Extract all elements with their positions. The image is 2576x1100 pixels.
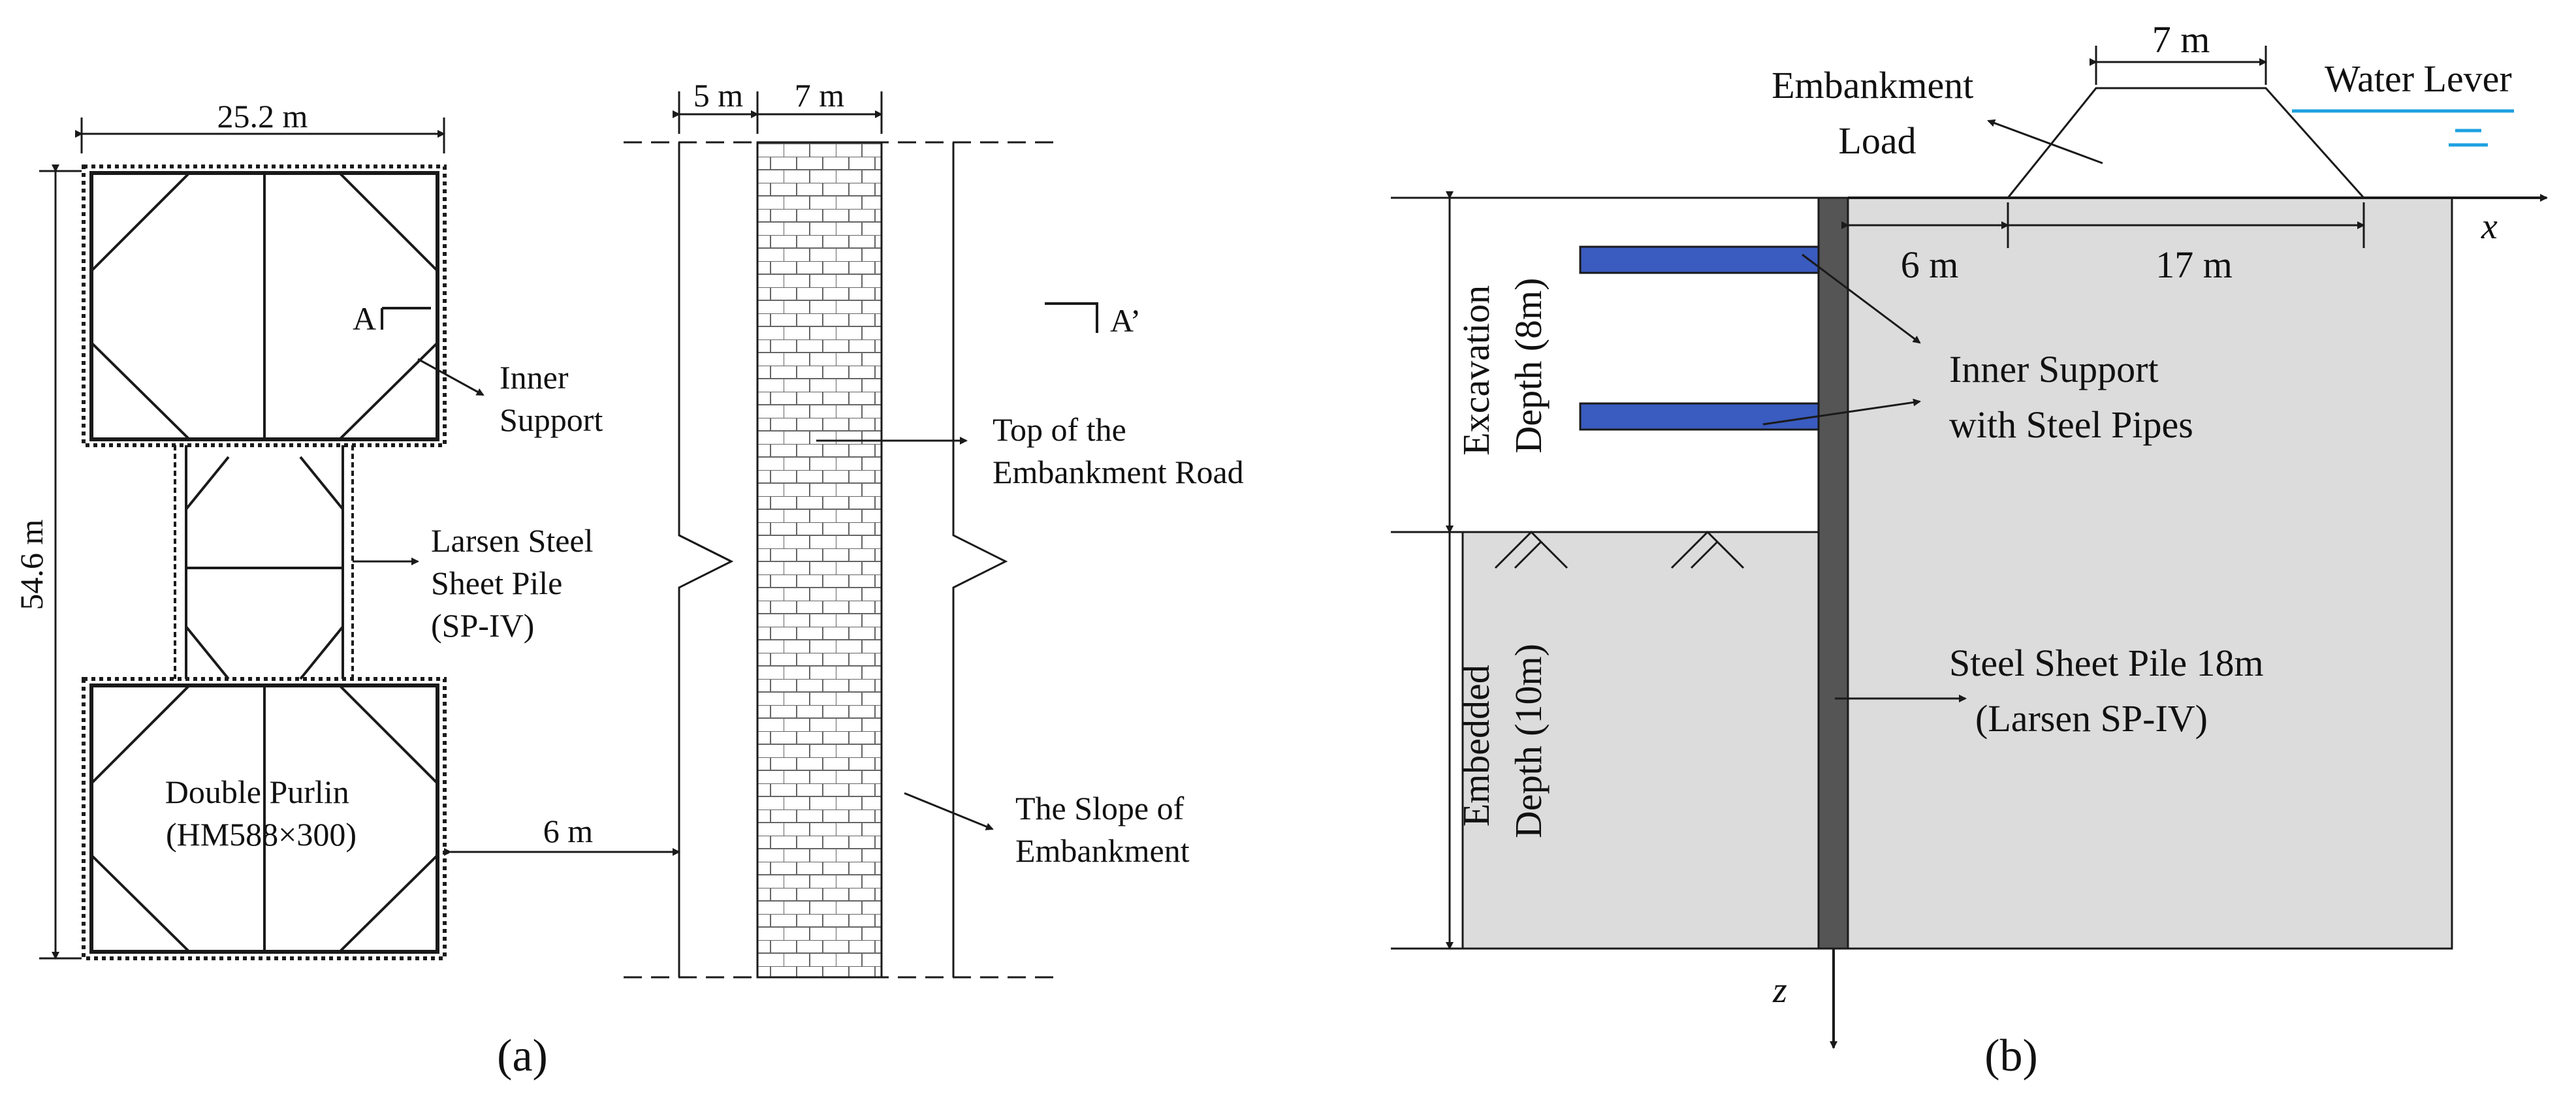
panel-a: 25.2 m 54.6 m xyxy=(13,77,1244,1081)
x-axis-label: x xyxy=(2481,206,2498,247)
double-purlin-label: Double Purlin (HM588×300) xyxy=(165,774,357,853)
steel-pipe-support-1 xyxy=(1579,245,1820,274)
larsen-sheet-pile-label: Larsen Steel Sheet Pile (SP-IV) xyxy=(431,522,601,644)
embankment-load-label: Embankment Load xyxy=(1772,64,1983,162)
svg-text:Excavation Depth (8m): Excavation Depth (8m) xyxy=(1455,275,1550,455)
steel-pipe-support-2 xyxy=(1579,402,1820,431)
svg-text:17 m: 17 m xyxy=(2155,244,2233,286)
water-level-label: Water Lever xyxy=(2325,57,2512,100)
svg-text:A’: A’ xyxy=(1110,302,1141,339)
dimension-crest-7m: 7 m xyxy=(2090,18,2267,85)
caption-b: (b) xyxy=(1984,1031,2038,1081)
svg-text:7 m: 7 m xyxy=(2152,18,2210,61)
dimension-embedded: Embedded Depth (10m) xyxy=(1446,526,1550,950)
inner-support-label: Inner Support xyxy=(500,359,603,438)
width-label: 25.2 m xyxy=(217,98,308,134)
embankment-trapezoid xyxy=(2007,87,2365,198)
top-of-road-label: Top of the Embankment Road xyxy=(993,411,1244,490)
caption-a: (a) xyxy=(497,1031,548,1081)
section-mark-a-prime: A’ xyxy=(1045,302,1141,339)
section-mark-a: A xyxy=(353,300,431,337)
embankment-plan xyxy=(624,141,1058,979)
sheet-pile-label: Steel Sheet Pile 18m (Larsen SP-IV) xyxy=(1949,642,2273,740)
slope-width-label: 5 m xyxy=(693,77,744,114)
panel-b: Water Lever Embankment Load 7 m x z 6 m … xyxy=(1391,18,2548,1081)
bottom-cofferdam xyxy=(82,677,447,960)
soil-right xyxy=(1847,196,2453,950)
middle-cofferdam xyxy=(174,445,354,680)
z-axis-label: z xyxy=(1772,970,1787,1011)
dimension-width-25-2: 25.2 m xyxy=(75,98,445,153)
road-width-label: 7 m xyxy=(795,77,845,114)
dimension-excavation: Excavation Depth (8m) xyxy=(1446,191,1550,533)
water-level-symbol xyxy=(2292,109,2514,147)
dimension-height-54-6: 54.6 m xyxy=(13,165,82,960)
slope-label: The Slope of Embankment xyxy=(1015,790,1192,869)
inner-support-pipes-label: Inner Support with Steel Pipes xyxy=(1949,348,2193,446)
height-label: 54.6 m xyxy=(13,519,50,610)
top-cofferdam xyxy=(82,165,447,447)
svg-text:6 m: 6 m xyxy=(543,813,594,849)
dimension-6m-17m: 6 m 17 m xyxy=(1841,202,2365,286)
soil-left-embedded xyxy=(1461,531,1820,950)
svg-text:6 m: 6 m xyxy=(1901,244,1959,286)
dimension-offset-6m: 6 m xyxy=(444,813,680,856)
svg-text:A: A xyxy=(353,300,376,337)
svg-text:Embedded Depth (10m): Embedded Depth (10m) xyxy=(1455,644,1550,838)
soil-hatch xyxy=(1494,530,1745,569)
steel-sheet-pile xyxy=(1817,196,1849,950)
dimension-slope-road: 5 m 7 m xyxy=(673,77,883,134)
